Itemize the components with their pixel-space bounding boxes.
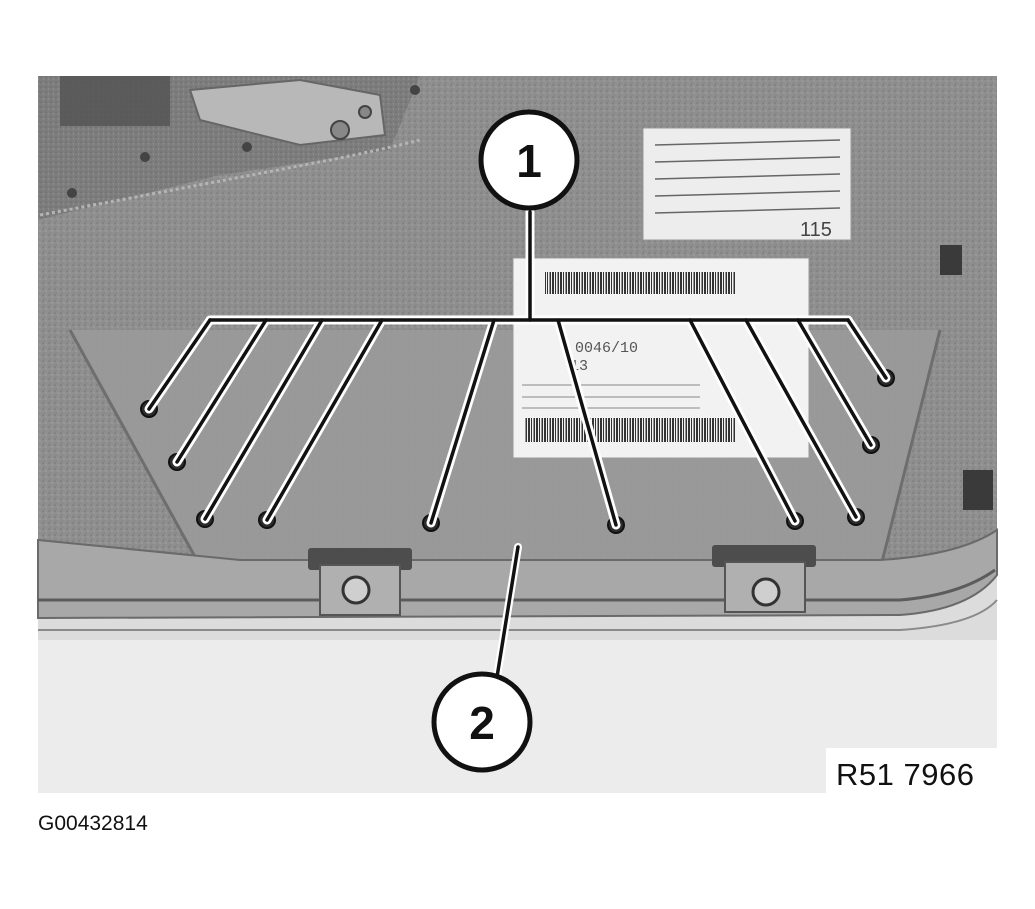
callout-1-number: 1 [516, 135, 542, 187]
info-label-number: 115 [800, 219, 832, 241]
reference-code-box [826, 748, 997, 794]
barcode-top [545, 272, 735, 294]
panel-seam [39, 138, 421, 217]
callout-2-number: 2 [469, 697, 495, 749]
info-label: 115 [642, 127, 852, 241]
callout-1-leaders [144, 207, 891, 530]
right-clip [712, 545, 816, 613]
barcode-label-line-1: 0046/10 [575, 340, 638, 357]
figure-id: G00432814 [38, 812, 148, 835]
callout-2-leader [493, 543, 522, 681]
reference-code: R51 7966 [836, 757, 975, 792]
barcode-label: 0046/10 13 [512, 257, 810, 459]
window-mechanism [60, 76, 387, 147]
barcode-bottom [525, 418, 735, 442]
upper-screws [67, 85, 420, 198]
callout-1: 1 [478, 109, 580, 211]
left-clip [308, 548, 412, 616]
callout-2: 2 [431, 671, 533, 773]
